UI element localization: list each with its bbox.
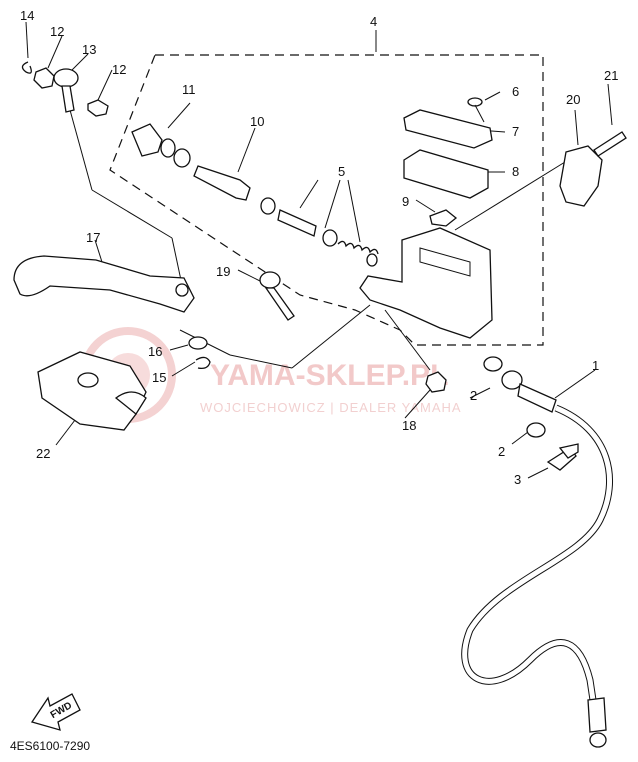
part-2-gasket-lower bbox=[526, 422, 546, 438]
callout-12-nut: 12 bbox=[50, 24, 64, 39]
master-cylinder-reservoir-window bbox=[419, 247, 471, 277]
callout-1: 1 bbox=[592, 358, 599, 373]
part-12-nut bbox=[33, 67, 55, 89]
part-19-bolt bbox=[259, 271, 295, 321]
part-12-collar bbox=[87, 99, 109, 117]
callout-8: 8 bbox=[512, 164, 519, 179]
callout-17: 17 bbox=[86, 230, 100, 245]
part-18-nut bbox=[425, 371, 447, 393]
part-20-holder bbox=[559, 145, 603, 207]
callout-14: 14 bbox=[20, 8, 34, 23]
callout-16: 16 bbox=[148, 344, 162, 359]
fwd-arrow-icon: FWD bbox=[30, 693, 81, 731]
part-1-brake-hose bbox=[461, 370, 614, 748]
part-13-pivot-bolt bbox=[53, 68, 79, 113]
callout-20: 20 bbox=[566, 92, 580, 107]
part-14-clip bbox=[21, 61, 32, 74]
callout-2-lower: 2 bbox=[498, 444, 505, 459]
callout-3: 3 bbox=[514, 472, 521, 487]
part-16-washer bbox=[188, 336, 208, 350]
callout-7: 7 bbox=[512, 124, 519, 139]
callout-18: 18 bbox=[402, 418, 416, 433]
callout-21: 21 bbox=[604, 68, 618, 83]
part-2-gasket-upper bbox=[483, 356, 503, 372]
callout-13: 13 bbox=[82, 42, 96, 57]
part-15-circlip bbox=[195, 356, 211, 370]
callout-5: 5 bbox=[338, 164, 345, 179]
callouts: 4 14 12 13 12 11 10 5 6 7 8 9 20 21 17 1… bbox=[20, 8, 618, 487]
diagram-code: 4ES6100-7290 bbox=[10, 739, 90, 753]
callout-4: 4 bbox=[370, 14, 377, 29]
watermark-text: YAMA-SKLEP.PL bbox=[210, 359, 448, 392]
part-22-cover-lip bbox=[114, 391, 147, 415]
callout-19: 19 bbox=[216, 264, 230, 279]
part-6-screw bbox=[467, 97, 485, 123]
watermark-subtext: WOJCIECHOWICZ | DEALER YAMAHA bbox=[200, 400, 462, 415]
callout-11: 11 bbox=[182, 82, 196, 97]
callout-10: 10 bbox=[250, 114, 264, 129]
part-10-push-rod bbox=[193, 165, 251, 201]
callout-9: 9 bbox=[402, 194, 409, 209]
part-9-float bbox=[429, 209, 458, 227]
callout-12-collar: 12 bbox=[112, 62, 126, 77]
part-21-bolt bbox=[593, 131, 627, 157]
lever-pivot-hole bbox=[175, 283, 189, 297]
part-3-union-bolt bbox=[546, 443, 579, 471]
part-8-diaphragm bbox=[403, 149, 489, 199]
callout-2-upper: 2 bbox=[470, 388, 477, 403]
part-7-reservoir-cap bbox=[403, 109, 493, 149]
part-11-boot bbox=[131, 123, 191, 168]
part-17-brake-lever bbox=[13, 255, 195, 313]
part-5-piston-kit bbox=[260, 197, 379, 267]
master-cylinder-body bbox=[359, 227, 493, 339]
callout-6: 6 bbox=[512, 84, 519, 99]
callout-22: 22 bbox=[36, 446, 50, 461]
part-22-cover-hole bbox=[77, 372, 99, 388]
callout-15: 15 bbox=[152, 370, 166, 385]
